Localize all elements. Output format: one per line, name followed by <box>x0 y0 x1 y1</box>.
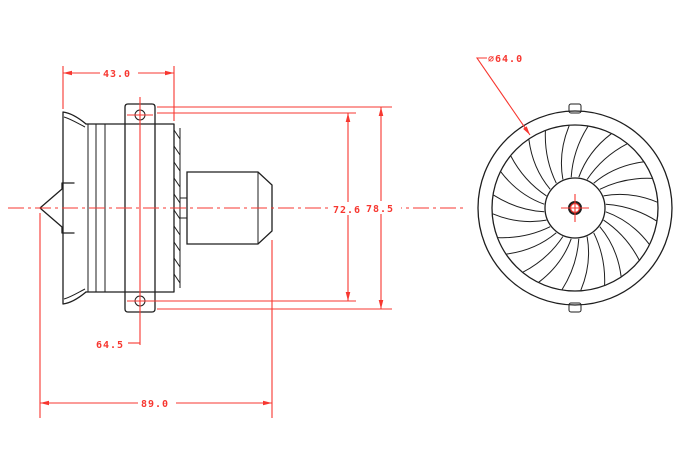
fan-blade <box>580 232 606 291</box>
dim-duct-length: 43.0 <box>62 66 175 121</box>
fan-blade <box>599 219 640 277</box>
dim-flange-hole-ref-label: 64.5 <box>96 340 124 351</box>
center-mark-circle <box>569 202 581 214</box>
dim-flange-span-label: 78.5 <box>366 204 394 215</box>
fan-blades <box>492 125 658 291</box>
center-mark <box>561 194 589 222</box>
mounting-tab-bottom <box>568 302 582 313</box>
dim-duct-od-label: 72.6 <box>333 205 361 216</box>
mounting-tab-top <box>568 103 582 114</box>
front-view: ⌀64.0 <box>475 54 673 313</box>
fan-hub-circle <box>544 177 606 239</box>
front-view-geometry <box>477 103 673 313</box>
fan-blade <box>510 139 551 197</box>
side-view: 43.0 72.6 78.5 64.5 <box>8 66 465 418</box>
fan-blade <box>605 203 657 245</box>
inlet-lip-inner-edge <box>63 116 86 300</box>
fan-blade <box>493 171 545 213</box>
fan-blade <box>586 143 644 184</box>
fan-blade <box>599 177 658 203</box>
front-view-dimensions: ⌀64.0 <box>475 54 589 222</box>
dim-overall-length: 89.0 <box>39 213 273 418</box>
dim-overall-length-label: 89.0 <box>141 399 169 410</box>
dim-fan-diameter-label: ⌀64.0 <box>488 54 523 65</box>
dim-flange-hole-ref: 64.5 <box>96 340 140 351</box>
dim-duct-length-label: 43.0 <box>103 69 131 80</box>
dim-flange-span: 78.5 <box>157 106 401 310</box>
duct-outer-circle <box>477 110 673 306</box>
fan-blade <box>506 232 564 273</box>
spinner-cone <box>39 182 75 234</box>
duct-inner-circle <box>491 124 659 292</box>
fan-blade <box>544 125 570 184</box>
fan-blade <box>538 238 580 290</box>
side-view-dimensions: 43.0 72.6 78.5 64.5 <box>8 66 465 418</box>
dim-duct-od: 72.6 <box>127 112 368 302</box>
fan-blade <box>492 213 551 239</box>
dim-fan-diameter: ⌀64.0 <box>475 54 531 136</box>
fan-blade <box>570 126 612 178</box>
